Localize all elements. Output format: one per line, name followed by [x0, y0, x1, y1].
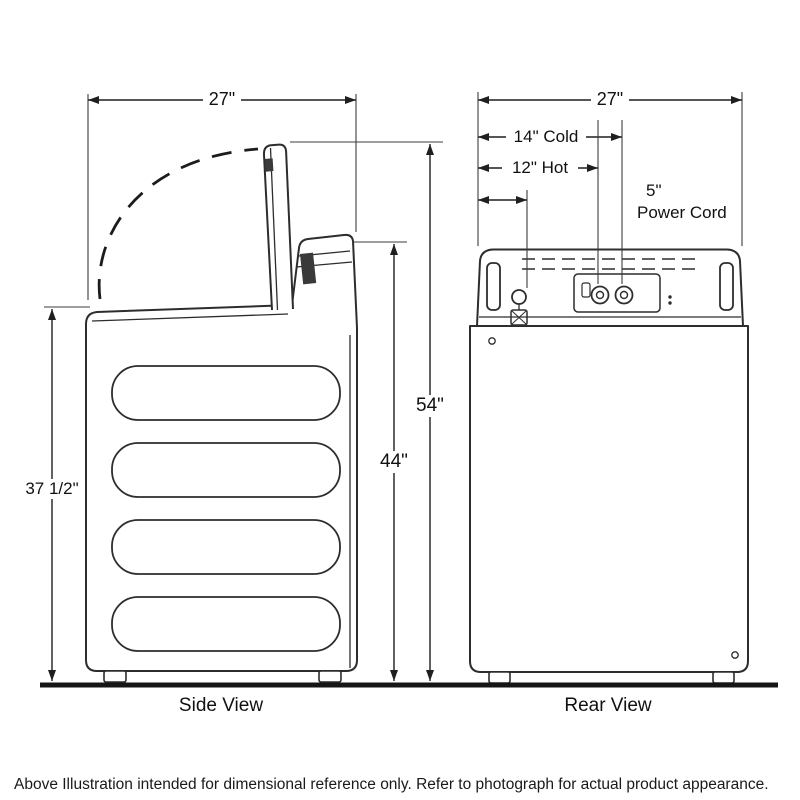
lid-swing-arc [97, 147, 259, 300]
cold-hose-dimension: 14" Cold [478, 120, 623, 284]
open-lid [262, 143, 294, 311]
water-inlet-assembly [573, 273, 672, 313]
side-foot-left [103, 670, 127, 683]
footnote: Above Illustration intended for dimensio… [14, 776, 769, 793]
console-height-label: 44" [380, 451, 408, 472]
rear-bracket-left [486, 262, 501, 311]
hot-inlet [590, 285, 610, 305]
top-rim-seam [91, 313, 289, 322]
detail-dot [668, 301, 672, 305]
power-cord-length-label: 5" [646, 181, 662, 200]
side-view-caption: Side View [179, 695, 263, 716]
rear-foot-left [488, 671, 511, 684]
panel-emboss-2 [111, 442, 341, 498]
open-lid-height-label: 54" [416, 395, 444, 416]
cold-inlet [614, 285, 634, 305]
rear-screw-top-left [488, 337, 496, 345]
rear-width-dimension: 27" [477, 89, 743, 246]
body-height-dimension: 37 1/2" [22, 306, 90, 681]
rear-bracket-right [719, 262, 734, 311]
panel-emboss-4 [111, 596, 341, 652]
side-width-dimension: 27" [87, 89, 357, 300]
rear-view-drawing: 27" 14" Cold 12" Hot 5" Power Cord Rear … [469, 89, 749, 716]
side-width-label: 27" [209, 89, 235, 109]
rear-cabinet-outline [469, 325, 749, 673]
power-cord-dimension: 5" Power Cord [478, 181, 727, 288]
power-cord-label: Power Cord [637, 203, 727, 222]
lid-lock [300, 252, 317, 285]
open-lid-height-dimension: 54" [290, 141, 452, 681]
console-height-dimension: 44" [352, 241, 416, 681]
side-view-drawing: 27" 54" 44" 37 1/2" Side View [22, 89, 452, 716]
side-foot-right [318, 670, 342, 683]
rear-console-cap [476, 248, 744, 327]
rear-view-caption: Rear View [564, 695, 652, 716]
lid-handle [264, 158, 274, 172]
hot-hose-label: 12" Hot [512, 158, 568, 177]
hot-hose-dimension: 12" Hot [478, 120, 599, 284]
side-panel-embossing [111, 365, 341, 652]
console-detail [295, 250, 353, 285]
detail-dot [668, 295, 672, 299]
cold-hose-label: 14" Cold [514, 127, 579, 146]
rear-foot-right [712, 671, 735, 684]
rear-width-label: 27" [597, 89, 623, 109]
side-cabinet-outline [85, 233, 358, 672]
panel-emboss-3 [111, 519, 341, 575]
rear-screw-bottom-right [731, 651, 739, 659]
body-height-label: 37 1/2" [25, 479, 78, 498]
panel-emboss-1 [111, 365, 341, 421]
inlet-bracket [581, 282, 591, 298]
lid-inner-edge [269, 147, 279, 311]
